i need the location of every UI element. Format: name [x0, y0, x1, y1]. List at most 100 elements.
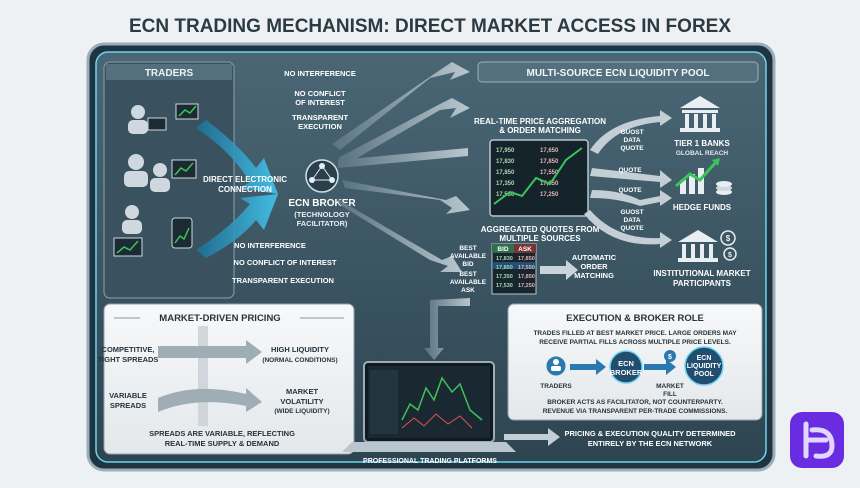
ecn-broker-node: ECN BROKER (TECHNOLOGY FACILITATOR)	[288, 159, 356, 228]
principle-text: NO CONFLICT	[294, 89, 346, 98]
traders-panel: TRADERS	[103, 61, 235, 299]
principle-text: OF INTEREST	[295, 98, 345, 107]
bid-ask-cell: 17,530	[496, 283, 513, 289]
aggregated-label: AGGREGATED QUOTES FROM	[481, 225, 600, 234]
flow-arrows	[332, 62, 470, 360]
pricing-left-2b-text: SPREADS	[110, 401, 146, 410]
execution-pool-3-text: POOL	[694, 371, 715, 378]
execution-panel: EXECUTION & BROKER ROLE TRADES FILLED AT…	[507, 303, 763, 421]
bid-ask-cell: 17,850	[518, 274, 535, 280]
connection-label: DIRECT ELECTRONIC	[203, 175, 287, 184]
pool-quote-d-3-text: QUOTE	[620, 225, 644, 232]
order-book-cell: 17,650	[540, 148, 559, 154]
pricing-header: MARKET-DRIVEN PRICING	[159, 313, 280, 324]
pricing-right-2c-text: (WIDE LIQUIDITY)	[274, 408, 329, 415]
bank-icon	[680, 96, 720, 132]
institution-icon: $ $	[678, 230, 737, 262]
hedge-fund-chart-icon	[675, 158, 732, 195]
page-title: ECN TRADING MECHANISM: DIRECT MARKET ACC…	[129, 16, 731, 37]
execution-desc: RECEIVE PARTIAL FILLS ACROSS MULTIPLE PR…	[539, 339, 731, 346]
pool-best-ask-1-text: BEST	[459, 271, 476, 278]
pricing-footer: SPREADS ARE VARIABLE, REFLECTING	[149, 429, 295, 438]
pricing-panel: MARKET-DRIVEN PRICING COMPETITIVE, TIGHT…	[98, 303, 355, 455]
traders-header: TRADERS	[145, 68, 194, 79]
provider-label: INSTITUTIONAL MARKET	[653, 269, 750, 278]
broker-sub: (TECHNOLOGY	[294, 210, 349, 219]
best-bid-label: BEST AVAILABLE BID BEST AVAILABLE ASK	[450, 245, 487, 294]
bid-ask-cell: 17,830	[496, 256, 513, 262]
order-book-cell: 17,850	[496, 170, 515, 176]
bid-ask-table: BID ASK	[491, 243, 537, 295]
broker-principles-bottom: NO INTERFERENCE NO CONFLICT OF INTEREST …	[232, 241, 337, 285]
svg-text:$: $	[668, 354, 672, 361]
order-book-cell: 17,250	[540, 192, 559, 198]
execution-role: REVENUE VIA TRANSPARENT PER-TRADE COMMIS…	[543, 408, 728, 415]
execution-pool-1-text: ECN	[697, 355, 712, 362]
brand-logo-icon	[790, 412, 844, 468]
aggregated-label: MULTIPLE SOURCES	[499, 234, 581, 243]
bid-ask-cell: 17,850	[496, 265, 513, 271]
pool-best-bid-3-text: BID	[462, 261, 474, 268]
pricing-left-2a-text: VARIABLE	[109, 391, 147, 400]
bid-header: BID	[497, 246, 509, 253]
pool-header: MULTI-SOURCE ECN LIQUIDITY POOL	[527, 68, 710, 79]
broker-principles-top: NO INTERFERENCE NO CONFLICT OF INTEREST …	[284, 69, 356, 131]
execution-broker-2-text: BROKER	[610, 368, 643, 377]
order-book-cell: 17,830	[496, 159, 515, 165]
pricing-right-1a-text: HIGH LIQUIDITY	[271, 345, 329, 354]
ask-header: ASK	[518, 246, 532, 253]
principle-text: TRANSPARENT EXECUTION	[232, 276, 334, 285]
auto-matching: AUTOMATIC ORDER MATCHING	[540, 253, 617, 280]
laptop-icon: PROFESSIONAL TRADING PLATFORMS	[342, 361, 516, 465]
principle-text: NO INTERFERENCE	[284, 69, 356, 78]
execution-broker-1-text: ECN	[618, 359, 634, 368]
pricing-footer: REAL-TIME SUPPLY & DEMAND	[165, 439, 280, 448]
pool-quote-d-1-text: GUOST	[620, 209, 643, 216]
pool-best-bid-1-text: BEST	[459, 245, 476, 252]
execution-fill-1-text: MARKET	[656, 383, 684, 390]
principle-text: EXECUTION	[298, 122, 342, 131]
quality-arrow	[504, 428, 560, 446]
order-book-cell: 17,350	[496, 181, 515, 187]
broker-name: ECN BROKER	[288, 198, 356, 209]
principle-text: TRANSPARENT	[292, 113, 349, 122]
quote-labels: GUOST DATA QUOTE QUOTE QUOTE GUOST DATA …	[618, 129, 644, 232]
execution-pool-2-text: LIQUIDITY	[687, 363, 722, 370]
pricing-right-2a-text: MARKET	[286, 387, 318, 396]
order-book-cell: 17,950	[496, 148, 515, 154]
pool-auto-1-text: AUTOMATIC	[572, 253, 617, 262]
principle-text: NO CONFLICT OF INTEREST	[234, 258, 337, 267]
execution-desc: TRADES FILLED AT BEST MARKET PRICE. LARG…	[533, 330, 737, 337]
svg-text:$: $	[726, 234, 731, 243]
quote-arrows	[584, 110, 672, 248]
aggregation-label: REAL-TIME PRICE AGGREGATION	[474, 117, 606, 126]
platform-label: PROFESSIONAL TRADING PLATFORMS	[363, 458, 497, 465]
execution-fill-2-text: FILL	[663, 391, 677, 398]
quality-note: PRICING & EXECUTION QUALITY DETERMINED	[564, 429, 736, 438]
pool-quote-d-2-text: DATA	[623, 217, 640, 224]
pool-best-ask-3-text: ASK	[461, 287, 475, 294]
aggregation-label: & ORDER MATCHING	[499, 126, 581, 135]
principle-text: NO INTERFERENCE	[234, 241, 306, 250]
trader-icon	[124, 154, 197, 192]
execution-header: EXECUTION & BROKER ROLE	[566, 313, 704, 324]
pool-best-ask-2-text: AVAILABLE	[450, 279, 487, 286]
provider-label: PARTICIPANTS	[673, 279, 732, 288]
execution-role: BROKER ACTS AS FACILITATOR, NOT COUNTERP…	[547, 399, 723, 406]
trader-icon	[113, 205, 193, 257]
order-book-cell: 17,850	[540, 159, 559, 165]
bid-ask-cell: 17,550	[518, 265, 535, 271]
pool-auto-3-text: MATCHING	[574, 271, 614, 280]
bid-ask-cell: 17,250	[518, 283, 535, 289]
pool-best-bid-2-text: AVAILABLE	[450, 253, 487, 260]
pool-auto-2-text: ORDER	[580, 262, 608, 271]
direct-connection-arrow: DIRECT ELECTRONIC CONNECTION	[196, 120, 287, 258]
pool-quote-a-3-text: QUOTE	[620, 145, 644, 152]
execution-traders-text: TRADERS	[540, 383, 572, 390]
connection-label: CONNECTION	[218, 185, 272, 194]
trader-icon	[128, 105, 167, 134]
pricing-left-1b-text: TIGHT SPREADS	[98, 355, 159, 364]
provider-label: TIER 1 BANKS	[674, 139, 730, 148]
